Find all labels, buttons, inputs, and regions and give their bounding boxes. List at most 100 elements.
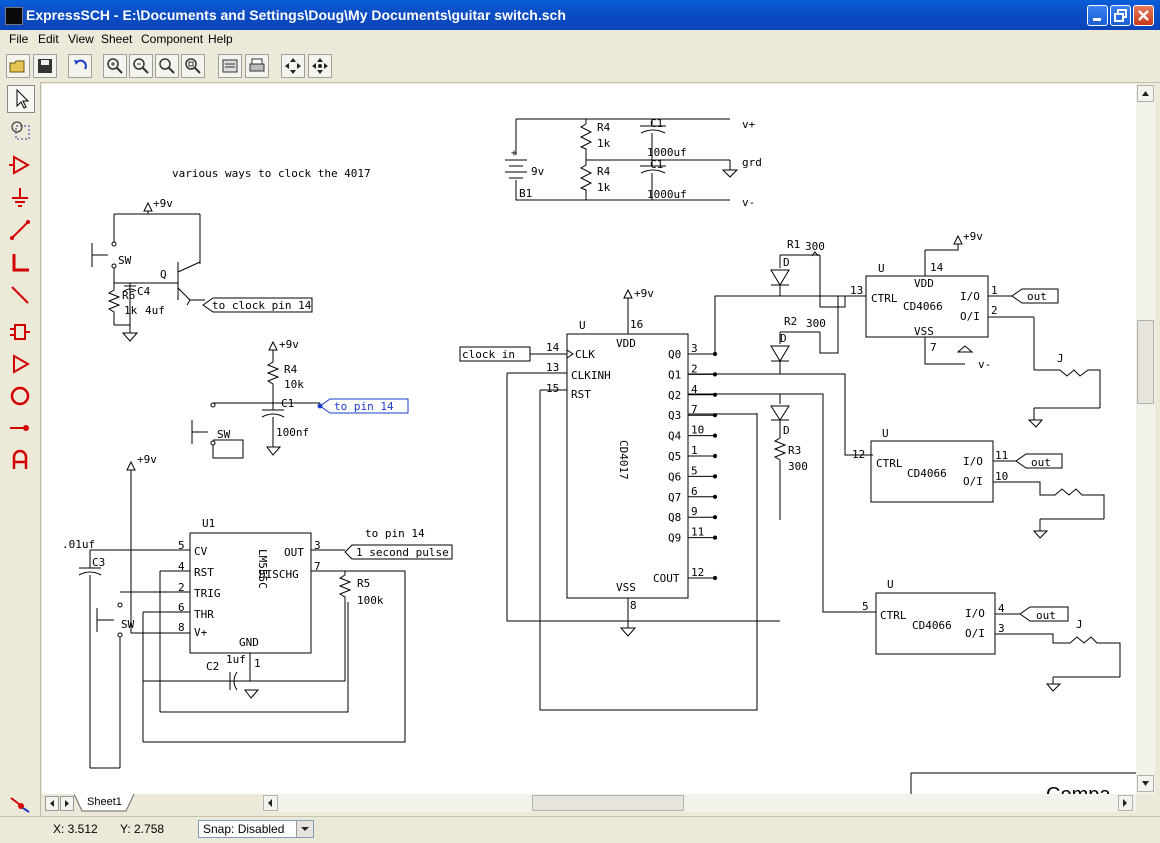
zoom-fit-button[interactable]: [155, 54, 179, 78]
zoom-in-button[interactable]: [103, 54, 127, 78]
sw1-part: CD4066: [903, 300, 943, 313]
ground-tool[interactable]: [7, 185, 35, 213]
d2-label: D: [780, 332, 787, 345]
buffer-icon: [9, 155, 31, 175]
scroll-right-button[interactable]: [1118, 795, 1133, 811]
c1-ref: C1: [281, 397, 294, 410]
sw1-out-port[interactable]: out: [1027, 290, 1047, 303]
clock-port-2[interactable]: to pin 14: [334, 400, 394, 413]
timer-port[interactable]: 1 second pulse: [356, 546, 449, 559]
q-label: Q: [160, 268, 167, 281]
maximize-button[interactable]: [1110, 5, 1131, 26]
sw1-vss-pin: 7: [930, 341, 937, 354]
sw2-io-pin: 11: [995, 449, 1008, 462]
properties-button[interactable]: [218, 54, 242, 78]
counter-pin-15: 15: [546, 382, 559, 395]
save-icon: [38, 59, 52, 73]
counter-out-pin-2: 2: [691, 362, 698, 375]
zoom-fit-icon: [159, 58, 175, 74]
sw1-vdd: VDD: [914, 277, 934, 290]
circle-tool[interactable]: [7, 383, 35, 411]
snap-tool[interactable]: [7, 790, 35, 818]
menu-file[interactable]: File: [9, 32, 29, 46]
r4-value: 10k: [284, 378, 304, 391]
sw2-out-port[interactable]: out: [1031, 456, 1051, 469]
ground-icon: [12, 188, 28, 207]
text-tool[interactable]: [7, 447, 35, 475]
menu-edit[interactable]: Edit: [38, 32, 59, 46]
tab-next-button[interactable]: [60, 796, 74, 811]
minimize-icon: [1093, 18, 1101, 21]
tab-prev-button[interactable]: [45, 796, 59, 811]
counter-out-node: [712, 535, 718, 540]
menu-help[interactable]: Help: [208, 32, 233, 46]
arrow-up-icon: [1142, 91, 1149, 96]
minimize-button[interactable]: [1087, 5, 1108, 26]
undo-button[interactable]: [68, 54, 92, 78]
counter-out-pin-6: 6: [691, 485, 698, 498]
r3-ref: R3: [788, 444, 801, 457]
close-button[interactable]: [1133, 5, 1154, 26]
zoom-area-tool[interactable]: [7, 117, 35, 145]
switch-1: U 14 +9v VDD VSS CTRL CD4066 I/O O/I 13 …: [850, 230, 1101, 428]
counter-clkinh: CLKINH: [571, 369, 611, 382]
snap-dropdown-button[interactable]: [296, 821, 313, 837]
counter-out-cout: COUT: [653, 572, 680, 585]
counter-out-pin-12: 12: [691, 566, 704, 579]
zoom-out-button[interactable]: [129, 54, 153, 78]
jack3-label: J: [1076, 618, 1083, 631]
snap-select[interactable]: Snap: Disabled: [198, 820, 314, 838]
r4b-value: 1k: [597, 181, 611, 194]
counter-out-node: [712, 494, 718, 499]
pan-icon: [285, 58, 301, 74]
arrow-left-icon: [50, 800, 54, 807]
zoom-page-button[interactable]: [181, 54, 205, 78]
center-button[interactable]: [308, 54, 332, 78]
timer-part: LM555C: [256, 549, 269, 589]
horizontal-scrollbar[interactable]: [262, 794, 1136, 812]
line-tool[interactable]: [7, 282, 35, 310]
r4a-value: 1k: [597, 137, 611, 150]
power-supply: + 9v B1 R4 1k R4 1k C1 1000uf C1 1000uf …: [505, 117, 762, 209]
sw3-out-port[interactable]: out: [1036, 609, 1056, 622]
r4b-ref: R4: [597, 165, 611, 178]
print-button[interactable]: [245, 54, 269, 78]
part-tool[interactable]: [7, 319, 35, 347]
pin-dischg: DISCHG: [259, 568, 299, 581]
scroll-up-button[interactable]: [1137, 85, 1154, 102]
tab-sheet1[interactable]: Sheet1: [87, 796, 122, 808]
vertical-scrollbar[interactable]: [1136, 84, 1155, 794]
menu-component[interactable]: Component: [141, 32, 204, 46]
save-button[interactable]: [33, 54, 57, 78]
bus-tool[interactable]: [7, 250, 35, 278]
counter-port[interactable]: clock in: [462, 348, 515, 361]
menu-sheet[interactable]: Sheet: [101, 32, 133, 46]
pin-cv: CV: [194, 545, 208, 558]
schematic-canvas[interactable]: + 9v B1 R4 1k R4 1k C1 1000uf C1 1000uf …: [42, 84, 1136, 794]
timer-ref: U1: [202, 517, 215, 530]
supply-label-5: +9v: [963, 230, 983, 243]
clock-port-1[interactable]: to clock pin 14: [212, 299, 312, 312]
port-tool[interactable]: [7, 351, 35, 379]
horizontal-scroll-thumb[interactable]: [532, 795, 684, 811]
bus-icon: [12, 254, 29, 272]
counter-out-pin-11: 11: [691, 526, 704, 539]
r5-ref: R5: [357, 577, 370, 590]
scroll-left-button[interactable]: [263, 795, 278, 811]
component-tool[interactable]: [7, 152, 35, 180]
c4-ref: C4: [137, 285, 151, 298]
text-icon: [12, 449, 28, 469]
sw1-vss: VSS: [914, 325, 934, 338]
menu-bar: File Edit View Sheet Component Help: [0, 30, 1160, 50]
chevron-down-icon: [301, 827, 309, 831]
pan-button[interactable]: [281, 54, 305, 78]
sw1-ctrl-pin: 13: [850, 284, 863, 297]
open-button[interactable]: [6, 54, 30, 78]
scroll-down-button[interactable]: [1137, 775, 1154, 792]
wire-tool[interactable]: [7, 217, 35, 245]
sw3-io-pin: 4: [998, 602, 1005, 615]
vertical-scroll-thumb[interactable]: [1137, 320, 1154, 404]
select-tool[interactable]: [7, 85, 35, 113]
menu-view[interactable]: View: [68, 32, 94, 46]
pin-tool[interactable]: [7, 415, 35, 443]
